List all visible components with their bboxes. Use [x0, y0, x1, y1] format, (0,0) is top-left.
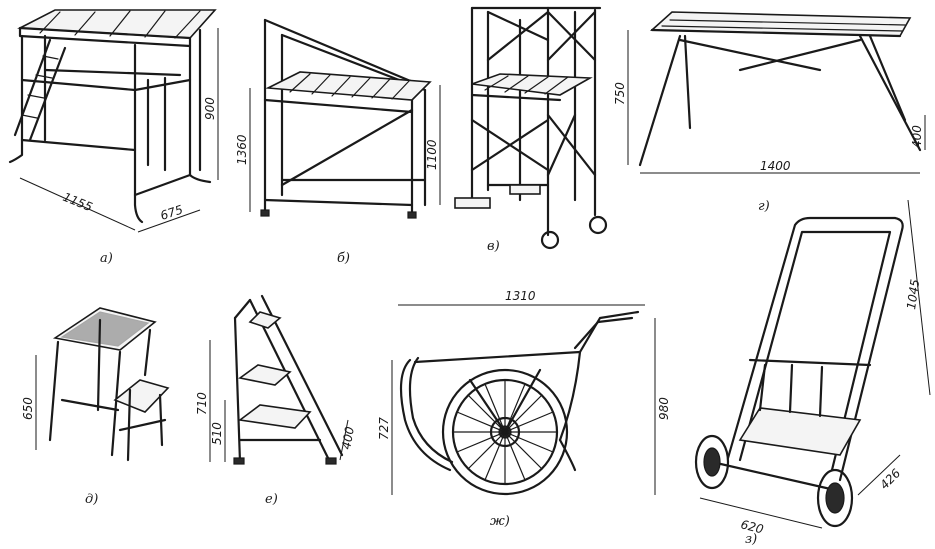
dim-zh-wheel: 727: [377, 417, 391, 440]
figure-v-mobile-tower: 1100 в): [425, 6, 608, 254]
tower-deck: [471, 73, 593, 96]
dim-g-width: 400: [910, 125, 924, 148]
dim-b-height: 1360: [235, 134, 249, 165]
figure-d-step-stool: 650 д): [21, 307, 170, 507]
scaffold-deck: [265, 71, 432, 101]
dim-e-depth: 400: [339, 425, 357, 450]
figure-z-hand-cart: 1045 426 620 з): [694, 199, 931, 547]
dim-e-height: 710: [195, 392, 209, 415]
figure-g-label: г): [758, 199, 770, 214]
figure-a-platform: 1155 675 900 а): [8, 9, 219, 266]
cart-platform: [738, 407, 862, 456]
dim-e-step: 510: [210, 422, 224, 445]
dim-zh-length: 1310: [505, 289, 536, 303]
dim-a-width: 675: [159, 202, 185, 222]
figure-b-label-visible: б): [337, 251, 350, 266]
dim-g-height: 750: [613, 82, 627, 105]
cart-wheel-left: [694, 434, 730, 490]
dim-z-width: 620: [739, 517, 765, 536]
figure-zh-label: ж): [490, 514, 510, 529]
dim-zh-height: 980: [657, 397, 671, 420]
dim-g-length: 1400: [760, 159, 791, 173]
dim-d-height: 650: [21, 397, 35, 420]
figure-a-label: а): [100, 251, 113, 266]
cart-wheel-right: [816, 468, 854, 528]
dim-a-length: 1155: [61, 190, 95, 214]
figure-g-folding-table: 750 1400 400 г): [613, 11, 926, 214]
figure-zh-wheelbarrow: 1310 727 980 ж): [377, 289, 671, 529]
figure-v-label: в): [487, 239, 500, 254]
figure-e-label: е): [265, 492, 278, 507]
figure-z-label: з): [745, 532, 757, 547]
wheel-tire: [441, 368, 569, 496]
dim-a-height: 900: [203, 97, 217, 120]
figure-b-scaffold: 1360 в) б): [235, 18, 432, 266]
figure-e-step-ladder: 710 510 400 е): [195, 294, 357, 507]
figure-d-label: д): [85, 492, 98, 507]
dim-v-height: 1100: [425, 139, 439, 170]
dim-z-depth: 426: [877, 466, 903, 492]
dim-z-height: 1045: [904, 278, 922, 310]
